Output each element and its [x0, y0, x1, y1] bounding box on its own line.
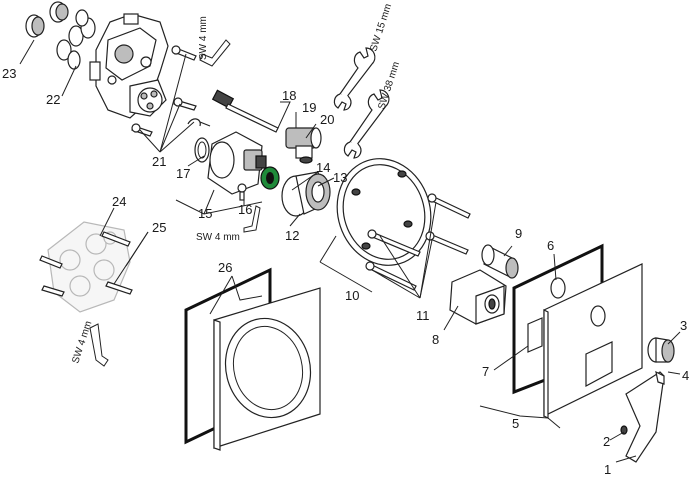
part-23-fittings [25, 1, 96, 70]
label-5: 5 [512, 416, 519, 431]
allen-key-mid-icon [243, 205, 261, 233]
label-8: 8 [432, 332, 439, 347]
label-7: 7 [482, 364, 489, 379]
part-25-screws [39, 231, 133, 297]
part-16-screw [237, 183, 247, 201]
part-14-green-fitting [260, 166, 280, 190]
part-20-cartridge [285, 127, 322, 164]
label-24: 24 [112, 194, 126, 209]
label-11: 11 [416, 308, 430, 323]
label-25: 25 [152, 220, 166, 235]
label-1: 1 [604, 462, 611, 477]
allen-key-top-icon [199, 39, 231, 67]
label-18: 18 [282, 88, 296, 103]
label-22: 22 [46, 92, 60, 107]
tool-label-wrench-15: SW 15 mm [368, 2, 394, 52]
label-12: 12 [285, 228, 299, 243]
wrench-38-icon [343, 89, 390, 159]
label-26: 26 [218, 260, 232, 275]
part-15-cartridge-assembly [207, 131, 267, 195]
label-10: 10 [345, 288, 359, 303]
part-10-plaster-shield [336, 158, 432, 266]
label-16: 16 [238, 202, 252, 217]
label-13: 13 [333, 170, 347, 185]
tool-label-allen-left: SW 4 mm [70, 320, 94, 365]
tool-label-wrench-38: SW 38 mm [376, 60, 402, 110]
part-22-valve-body [89, 13, 169, 119]
part-11-long-screws [365, 193, 471, 291]
label-6: 6 [547, 238, 554, 253]
label-4: 4 [682, 368, 689, 383]
part-number-labels: 1 2 3 4 5 6 7 8 9 10 11 12 13 14 15 16 1… [2, 66, 689, 477]
label-9: 9 [515, 226, 522, 241]
part-9-cylinder [481, 244, 519, 279]
part-12-sleeve [281, 171, 331, 217]
part-26-mounting-frame [184, 267, 321, 451]
label-19: 19 [302, 100, 316, 115]
part-5-cover-plate [527, 263, 643, 419]
tool-label-allen-mid: SW 4 mm [196, 232, 240, 243]
leader-lines [19, 39, 681, 463]
label-20: 20 [320, 112, 334, 127]
part-8-square-block [449, 269, 507, 325]
label-15: 15 [198, 206, 212, 221]
part-21-screws [131, 45, 211, 137]
part-18-spindle [211, 89, 279, 133]
part-17-ring [194, 137, 210, 163]
tool-label-allen-top: SW 4 mm [198, 16, 209, 60]
part-24-ghost-valve-body [47, 221, 131, 313]
part-1-lever-handle [620, 370, 665, 463]
label-14: 14 [316, 160, 330, 175]
label-21: 21 [152, 154, 166, 169]
label-2: 2 [603, 434, 610, 449]
label-3: 3 [680, 318, 687, 333]
wrench-15-icon [333, 47, 376, 111]
label-17: 17 [176, 166, 190, 181]
part-3-knob [647, 337, 675, 363]
allen-key-left-icon [89, 323, 109, 367]
label-23: 23 [2, 66, 16, 81]
